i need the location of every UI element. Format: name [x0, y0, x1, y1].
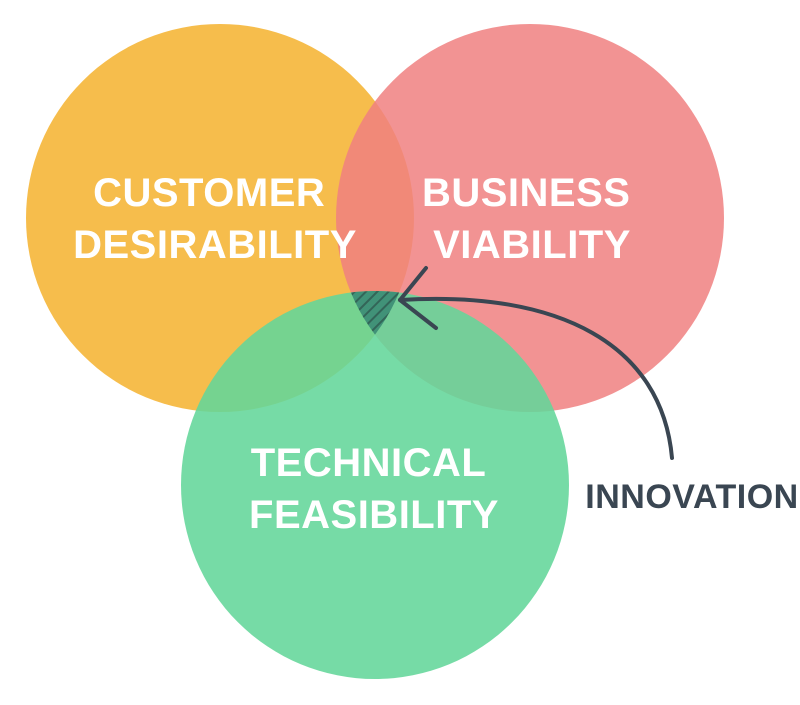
technical-feasibility-circle [181, 291, 569, 679]
technical-feasibility-label: TECHNICAL FEASIBILITY [249, 441, 499, 537]
innovation-callout: INNOVATION [398, 266, 798, 516]
customer-desirability-label: CUSTOMER DESIRABILITY [73, 171, 357, 267]
business-label-line1: BUSINESS [422, 171, 631, 215]
circles-group [26, 24, 724, 679]
technical-label-line1: TECHNICAL [251, 441, 486, 485]
customer-label-line2: DESIRABILITY [73, 223, 357, 267]
business-viability-label: BUSINESS VIABILITY [422, 171, 642, 267]
technical-label-line2: FEASIBILITY [249, 493, 499, 537]
business-label-line2: VIABILITY [433, 223, 631, 267]
customer-label-line1: CUSTOMER [93, 171, 325, 215]
innovation-arrow-curve [398, 296, 674, 460]
innovation-label: INNOVATION [585, 478, 798, 516]
arrow-head-icon [398, 266, 438, 330]
